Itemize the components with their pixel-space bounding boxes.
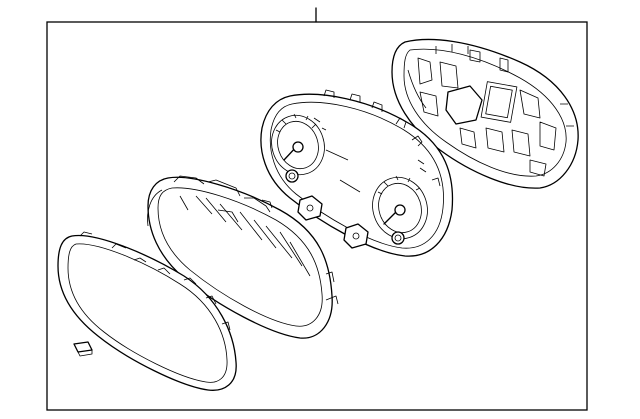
rear-housing-part: [391, 38, 579, 189]
gauge-face-part: [260, 89, 454, 257]
hood-bezel-part: [147, 175, 339, 339]
lens-cover-part: [57, 231, 237, 391]
diagram-frame: [46, 21, 588, 411]
